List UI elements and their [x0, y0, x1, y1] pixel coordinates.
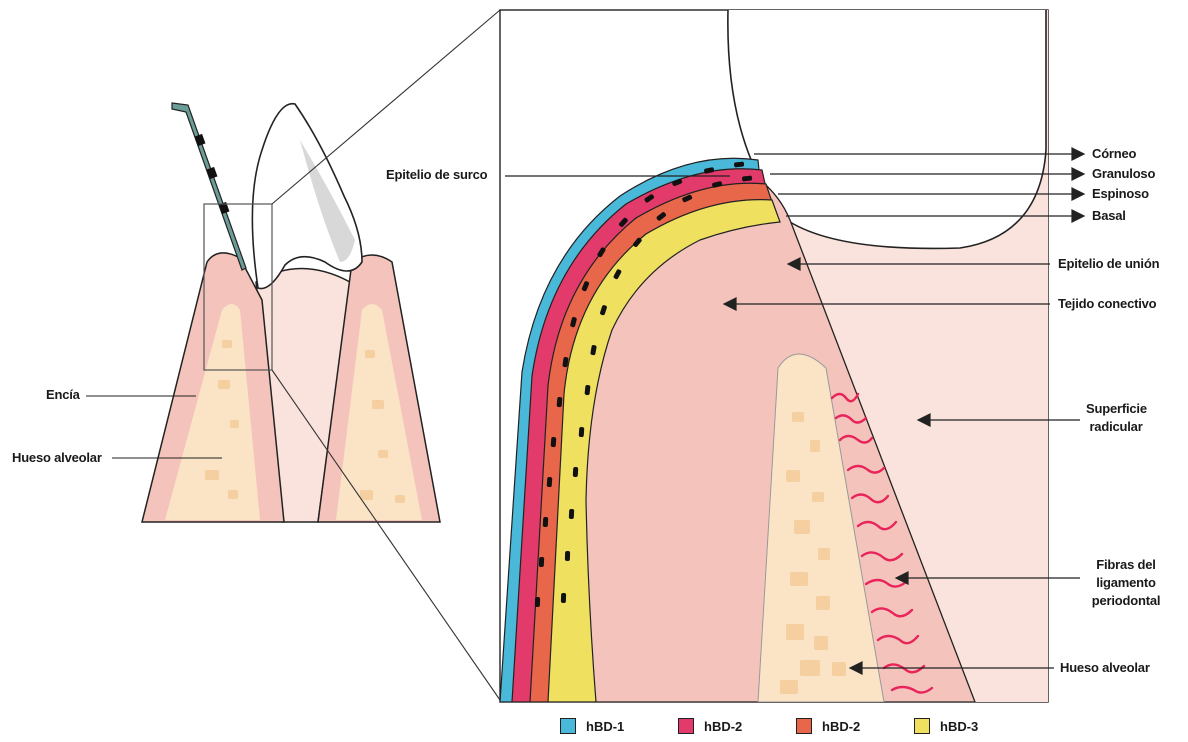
legend-swatch-hbd2b: [796, 718, 812, 734]
legend-swatch-hbd2a: [678, 718, 694, 734]
label-superficie-line1: Superficie: [1086, 400, 1146, 418]
label-epitelio-surco: Epitelio de surco: [386, 166, 487, 184]
label-epitelio-union: Epitelio de unión: [1058, 255, 1159, 273]
legend-label-hbd3: hBD-3: [940, 719, 978, 734]
label-fibras-line3: periodontal: [1084, 592, 1168, 610]
legend-item-hbd1: hBD-1: [560, 718, 678, 734]
zoom-panel: [500, 10, 1084, 702]
periodontal-probe: [172, 103, 246, 270]
label-granuloso: Granuloso: [1092, 165, 1155, 183]
legend-item-hbd2a: hBD-2: [678, 718, 796, 734]
legend-item-hbd3: hBD-3: [914, 718, 1032, 734]
label-hueso-alveolar-left: Hueso alveolar: [12, 449, 102, 467]
label-basal: Basal: [1092, 207, 1126, 225]
label-hueso-alveolar-right: Hueso alveolar: [1060, 659, 1150, 677]
label-fibras-line2: ligamento: [1084, 574, 1168, 592]
legend-swatch-hbd1: [560, 718, 576, 734]
legend-label-hbd1: hBD-1: [586, 719, 624, 734]
label-superficie-line2: radicular: [1086, 418, 1146, 436]
overview-illustration: [86, 10, 500, 700]
legend-item-hbd2b: hBD-2: [796, 718, 914, 734]
legend-label-hbd2a: hBD-2: [704, 719, 742, 734]
label-fibras-line1: Fibras del: [1084, 556, 1168, 574]
label-encia: Encía: [46, 386, 80, 404]
tooth-crown: [252, 104, 362, 289]
label-corneo: Córneo: [1092, 145, 1136, 163]
label-espinoso: Espinoso: [1092, 185, 1149, 203]
legend: hBD-1 hBD-2 hBD-2 hBD-3: [560, 718, 1032, 734]
legend-swatch-hbd3: [914, 718, 930, 734]
label-superficie-radicular: Superficie radicular: [1086, 400, 1146, 436]
label-fibras-ligamento: Fibras del ligamento periodontal: [1084, 556, 1168, 610]
legend-label-hbd2b: hBD-2: [822, 719, 860, 734]
label-tejido-conectivo: Tejido conectivo: [1058, 295, 1156, 313]
